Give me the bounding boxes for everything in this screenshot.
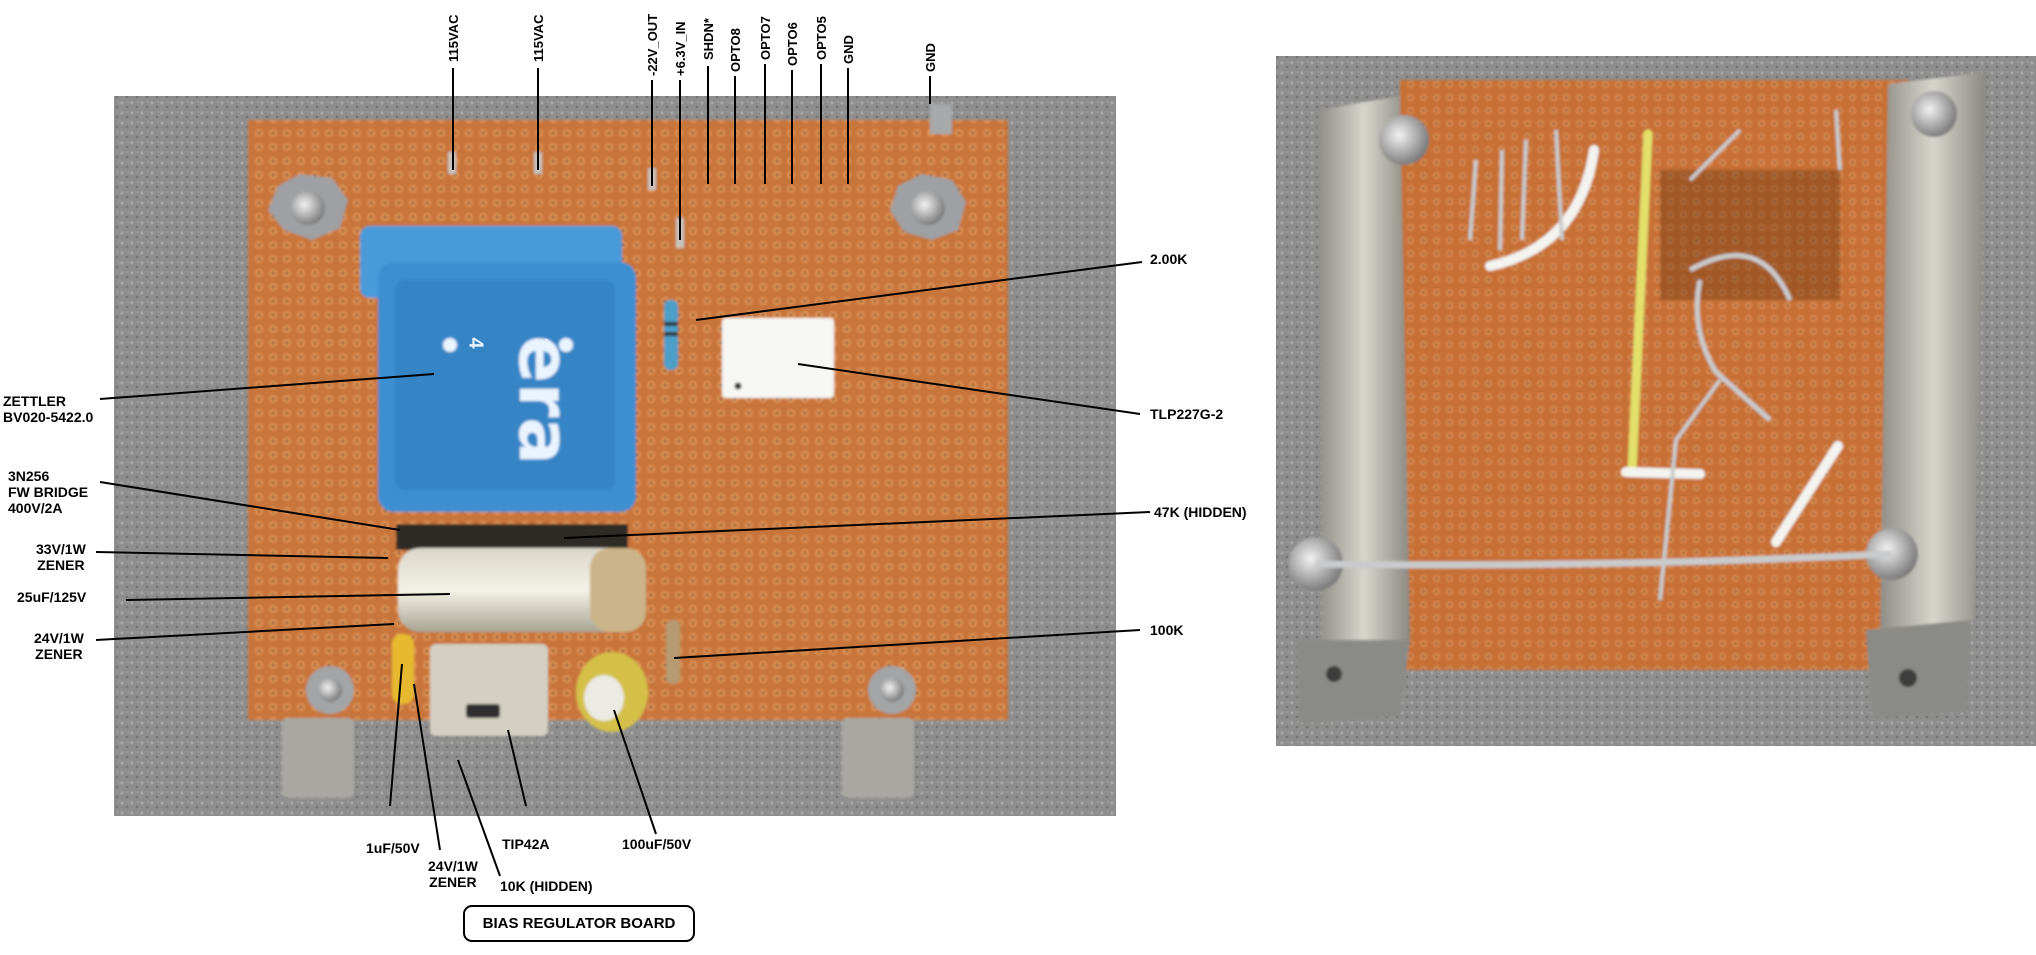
leader-1uf bbox=[389, 663, 403, 807]
leader-47k bbox=[563, 511, 1151, 539]
leader-2k bbox=[695, 261, 1143, 321]
label-115vac-2: 115VAC bbox=[531, 14, 546, 62]
label-1uf: 1uF/50V bbox=[366, 840, 420, 856]
svg-text:era: era bbox=[503, 335, 585, 464]
label-22v-out: -22V_OUT bbox=[645, 13, 660, 76]
leader-24v-zener-bottom bbox=[413, 683, 441, 851]
leader-tlp227g bbox=[797, 363, 1141, 415]
label-opto5: OPTO5 bbox=[814, 16, 829, 60]
leader-25uf bbox=[125, 593, 451, 601]
label-100uf: 100uF/50V bbox=[622, 836, 692, 852]
leader-100k bbox=[673, 629, 1141, 659]
label-6v3-in: +6.3V_IN bbox=[673, 21, 688, 76]
label-tlp227g: TLP227G-2 bbox=[1150, 406, 1224, 422]
label-tip42a: TIP42A bbox=[502, 836, 550, 852]
label-gnd-1: GND bbox=[841, 35, 856, 64]
leader-zettler bbox=[99, 373, 435, 400]
label-shdn: SHDN* bbox=[701, 18, 716, 60]
leader-100uf bbox=[613, 709, 657, 835]
leader-33v-zener bbox=[95, 551, 389, 559]
label-opto8: OPTO8 bbox=[728, 28, 743, 72]
leader-tip42a bbox=[507, 729, 527, 807]
label-100k: 100K bbox=[1150, 622, 1184, 638]
label-gnd-2: GND bbox=[923, 43, 938, 72]
leader-10k bbox=[457, 759, 501, 877]
label-opto7: OPTO7 bbox=[758, 16, 773, 60]
label-10k: 10K (HIDDEN) bbox=[500, 878, 593, 894]
label-opto6: OPTO6 bbox=[785, 22, 800, 66]
label-2k: 2.00K bbox=[1150, 251, 1188, 267]
left-photo: era bbox=[114, 96, 1116, 816]
label-47k: 47K (HIDDEN) bbox=[1154, 504, 1247, 520]
leader-lines bbox=[95, 64, 1151, 877]
label-25uf: 25uF/125V bbox=[17, 589, 87, 605]
label-115vac-1: 115VAC bbox=[446, 14, 461, 62]
leader-24v-zener bbox=[95, 623, 395, 641]
right-photo bbox=[1276, 56, 2036, 746]
transformer-pin-1: 1 bbox=[530, 337, 553, 349]
board-title: BIAS REGULATOR BOARD bbox=[463, 905, 695, 942]
leader-bridge bbox=[99, 481, 401, 531]
transformer-pin-4: 4 bbox=[464, 337, 487, 349]
